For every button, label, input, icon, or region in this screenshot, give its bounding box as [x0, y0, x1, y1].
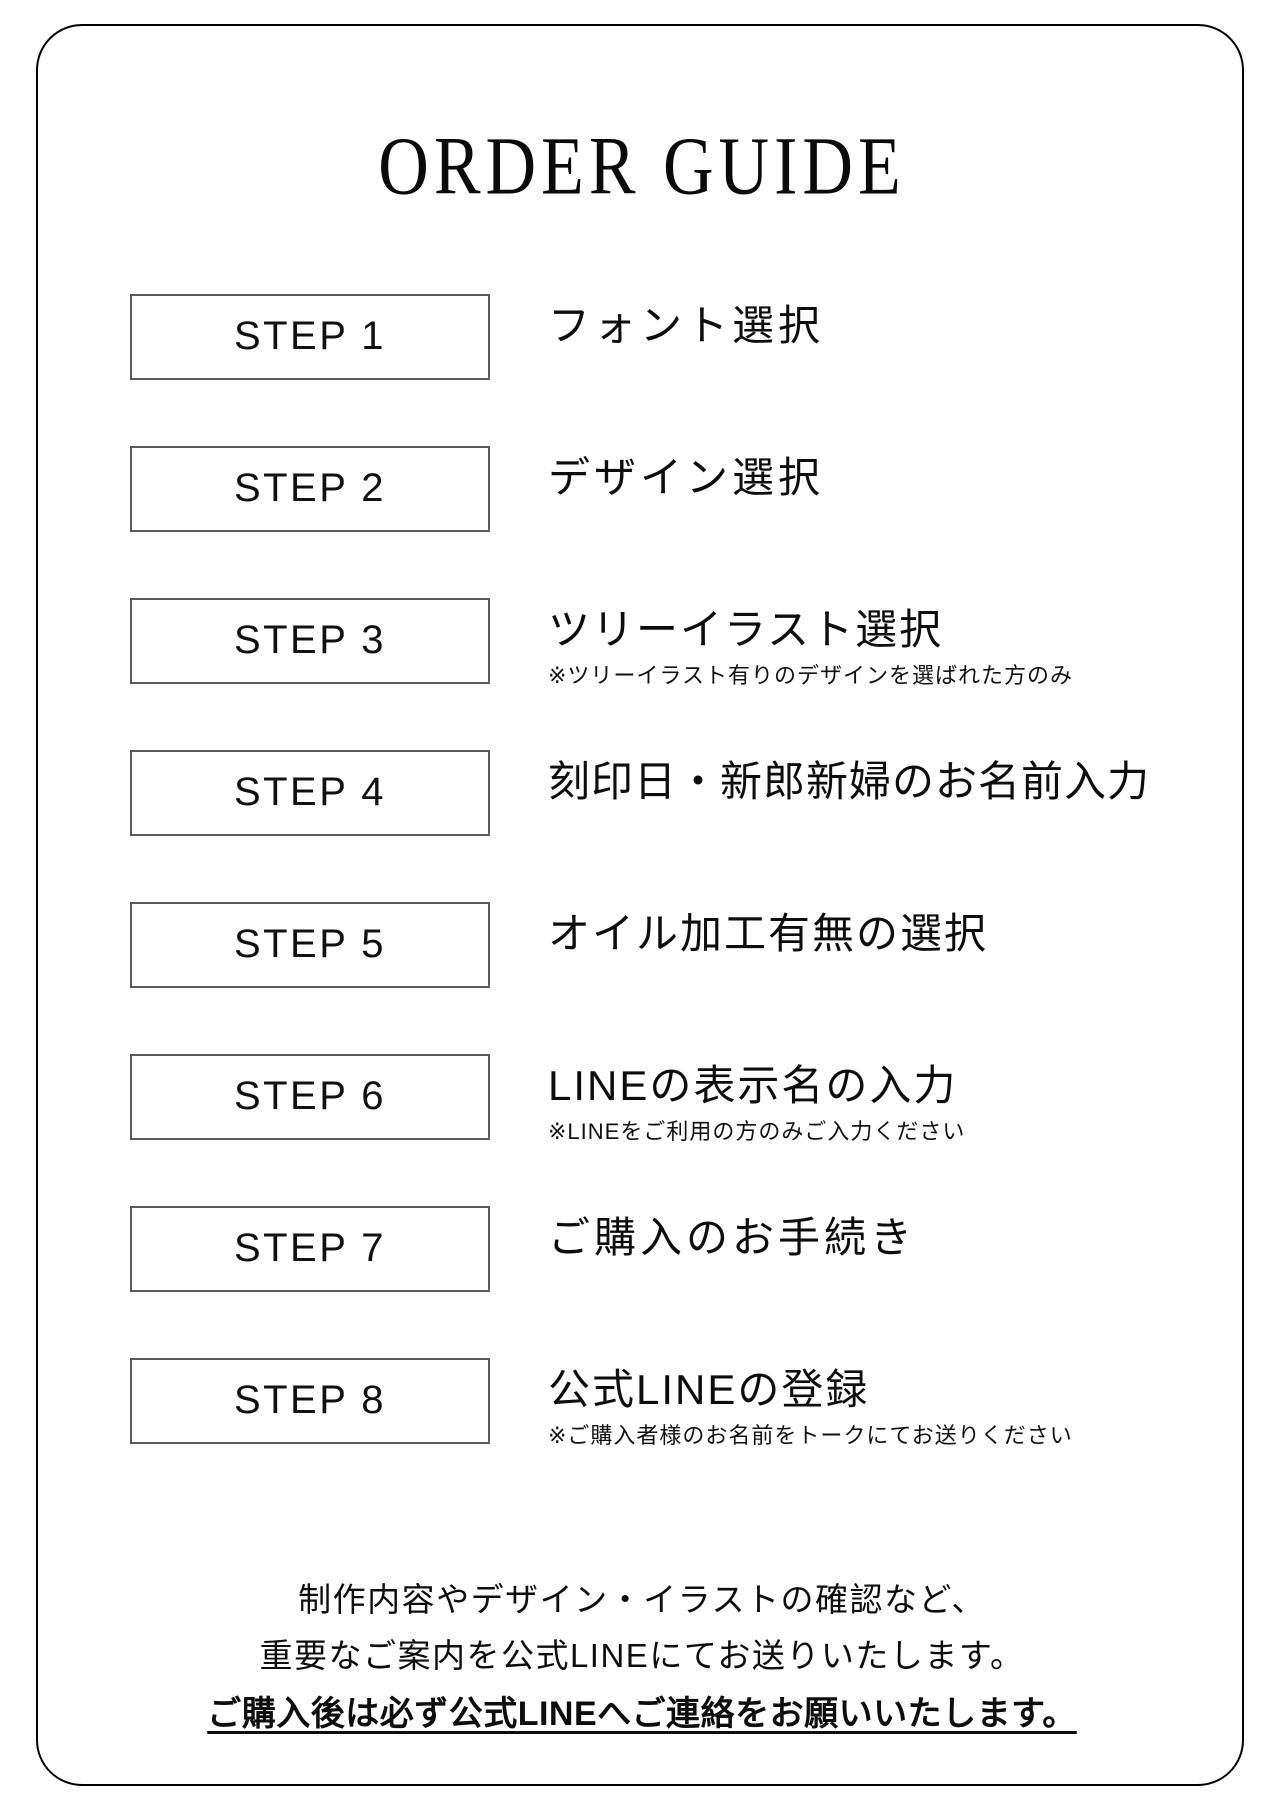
- step-row: STEP 6 LINEの表示名の入力 ※LINEをご利用の方のみご入力ください: [130, 1053, 1190, 1206]
- step-note: ※LINEをご利用の方のみご入力ください: [548, 1118, 966, 1144]
- step-row: STEP 5 オイル加工有無の選択: [130, 901, 1190, 1054]
- step-text-1: フォント選択: [490, 294, 1190, 351]
- step-title: ツリーイラスト選択: [548, 605, 944, 653]
- step-badge-label: STEP 7: [233, 1226, 387, 1270]
- steps-list: STEP 1 フォント選択 STEP 2 デザイン選択: [84, 293, 1200, 1510]
- step-row: STEP 2 デザイン選択: [130, 445, 1190, 598]
- step-badge-7: STEP 7: [130, 1205, 490, 1292]
- step-badge-label: STEP 8: [233, 1378, 387, 1422]
- step-badge-label: STEP 4: [233, 770, 387, 814]
- step-text-5: オイル加工有無の選択: [490, 902, 1190, 959]
- step-badge-1: STEP 1: [130, 293, 490, 380]
- step-title: ご購入のお手続き: [548, 1213, 917, 1261]
- step-row: STEP 3 ツリーイラスト選択 ※ツリーイラスト有りのデザインを選ばれた方のみ: [130, 597, 1190, 750]
- step-text-8: 公式LINEの登録 ※ご購入者様のお名前をトークにてお送りください: [490, 1358, 1190, 1451]
- step-badge-6: STEP 6: [130, 1053, 490, 1140]
- step-badge-3: STEP 3: [130, 597, 490, 684]
- step-badge-2: STEP 2: [130, 445, 490, 532]
- step-badge-label: STEP 5: [233, 922, 387, 966]
- step-row: STEP 8 公式LINEの登録 ※ご購入者様のお名前をトークにてお送りください: [130, 1357, 1190, 1510]
- step-title: オイル加工有無の選択: [548, 909, 989, 957]
- outer-frame-border: ORDER GUIDE STEP 1 フォント選択 STEP 2: [36, 24, 1244, 1786]
- footer-line-3-emphasis: ご購入後は必ず公式LINEへご連絡をお願いいたします。: [207, 1695, 1077, 1733]
- footer-line-1: 制作内容やデザイン・イラストの確認など、: [298, 1580, 986, 1618]
- footer-line-2: 重要なご案内を公式LINEにてお送りいたします。: [259, 1637, 1025, 1675]
- step-text-7: ご購入のお手続き: [490, 1206, 1190, 1263]
- step-title: フォント選択: [548, 301, 825, 349]
- step-row: STEP 4 刻印日・新郎新婦のお名前入力: [130, 749, 1190, 902]
- step-text-6: LINEの表示名の入力 ※LINEをご利用の方のみご入力ください: [490, 1054, 1190, 1147]
- step-title: デザイン選択: [548, 453, 825, 501]
- step-note: ※ツリーイラスト有りのデザインを選ばれた方のみ: [548, 662, 1073, 688]
- step-badge-5: STEP 5: [130, 901, 490, 988]
- step-title: LINEの表示名の入力: [548, 1061, 958, 1109]
- step-badge-label: STEP 6: [233, 1074, 387, 1118]
- step-text-4: 刻印日・新郎新婦のお名前入力: [490, 750, 1190, 807]
- step-title: 公式LINEの登録: [548, 1365, 870, 1413]
- step-badge-label: STEP 3: [233, 618, 387, 662]
- step-note: ※ご購入者様のお名前をトークにてお送りください: [548, 1422, 1073, 1448]
- step-title: 刻印日・新郎新婦のお名前入力: [548, 757, 1151, 805]
- step-row: STEP 1 フォント選択: [130, 293, 1190, 446]
- step-badge-4: STEP 4: [130, 749, 490, 836]
- step-badge-label: STEP 1: [233, 314, 387, 358]
- step-text-2: デザイン選択: [490, 446, 1190, 503]
- step-badge-label: STEP 2: [233, 466, 387, 510]
- step-row: STEP 7 ご購入のお手続き: [130, 1205, 1190, 1358]
- step-text-3: ツリーイラスト選択 ※ツリーイラスト有りのデザインを選ばれた方のみ: [490, 598, 1190, 691]
- step-badge-8: STEP 8: [130, 1357, 490, 1444]
- content-container: ORDER GUIDE STEP 1 フォント選択 STEP 2: [38, 26, 1246, 1788]
- footer-note: 制作内容やデザイン・イラストの確認など、 重要なご案内を公式LINEにてお送りい…: [84, 1572, 1200, 1744]
- page-title: ORDER GUIDE: [378, 121, 906, 213]
